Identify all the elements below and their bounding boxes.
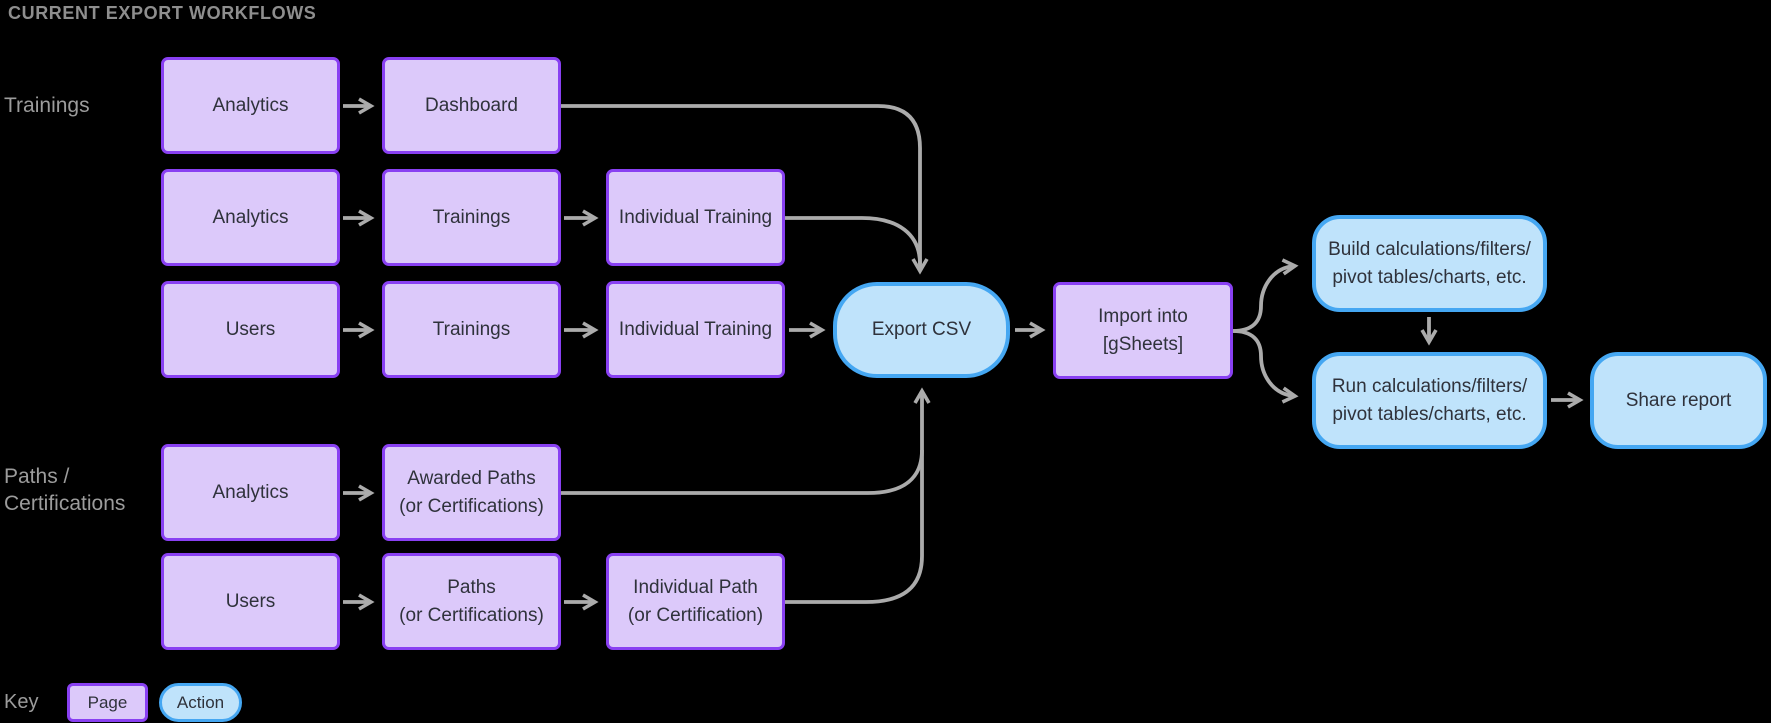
node-label: Users [225,318,276,340]
node-label: Dashboard [425,94,518,116]
node-export-csv[interactable]: Export CSV [833,282,1010,378]
node-trainings-2[interactable]: Trainings [382,169,561,266]
node-individual-path[interactable]: Individual Path (or Certification) [606,553,785,650]
connector-individual-training2-merge [785,216,922,265]
key-action-label: Action [176,693,225,712]
node-label: Trainings [432,206,511,228]
node-analytics-trainings-1[interactable]: Analytics [161,57,340,154]
node-label: Share report [1625,389,1732,411]
node-label: Individual Training [618,206,773,228]
key-label: Key [4,691,39,713]
node-run-calculations[interactable]: Run calculations/filters/ pivot tables/c… [1312,352,1547,449]
node-label: Run calculations/filters/ pivot tables/c… [1331,375,1528,425]
node-analytics-paths[interactable]: Analytics [161,444,340,541]
diagram-title: CURRENT EXPORT WORKFLOWS [8,3,317,23]
node-trainings-3[interactable]: Trainings [382,281,561,378]
node-users-3[interactable]: Users [161,281,340,378]
node-label: Export CSV [871,319,972,340]
node-label: Analytics [212,206,289,228]
connector-import-to-run [1232,329,1299,404]
node-label: Awarded Paths (or Certifications) [399,467,544,517]
key-page-swatch: Page [67,683,148,722]
node-awarded-paths[interactable]: Awarded Paths (or Certifications) [382,444,561,541]
connector-import-to-build [1232,258,1299,333]
node-label: Build calculations/filters/ pivot tables… [1328,238,1531,288]
node-label: Analytics [212,94,289,116]
node-dashboard[interactable]: Dashboard [382,57,561,154]
node-label: Individual Path (or Certification) [627,576,764,626]
node-label: Individual Training [618,318,773,340]
node-build-calculations[interactable]: Build calculations/filters/ pivot tables… [1312,215,1547,312]
node-individual-training-3[interactable]: Individual Training [606,281,785,378]
key-action-swatch: Action [159,683,242,722]
node-label: Import into [gSheets] [1098,305,1188,355]
node-label: Analytics [212,481,289,503]
group-label-paths-certifications: Paths / Certifications [4,465,126,515]
node-label: Paths (or Certifications) [399,576,544,626]
group-label-trainings: Trainings [4,94,90,117]
key-page-label: Page [87,693,128,712]
node-label: Trainings [432,318,511,340]
node-users-paths[interactable]: Users [161,553,340,650]
connector-awarded-paths-merge [561,449,924,495]
node-individual-training-2[interactable]: Individual Training [606,169,785,266]
node-label: Users [225,590,276,612]
node-share-report[interactable]: Share report [1590,352,1767,449]
connector-individual-path-to-export-csv [785,387,931,604]
node-paths[interactable]: Paths (or Certifications) [382,553,561,650]
node-analytics-trainings-2[interactable]: Analytics [161,169,340,266]
node-import-gsheets[interactable]: Import into [gSheets] [1053,282,1233,379]
